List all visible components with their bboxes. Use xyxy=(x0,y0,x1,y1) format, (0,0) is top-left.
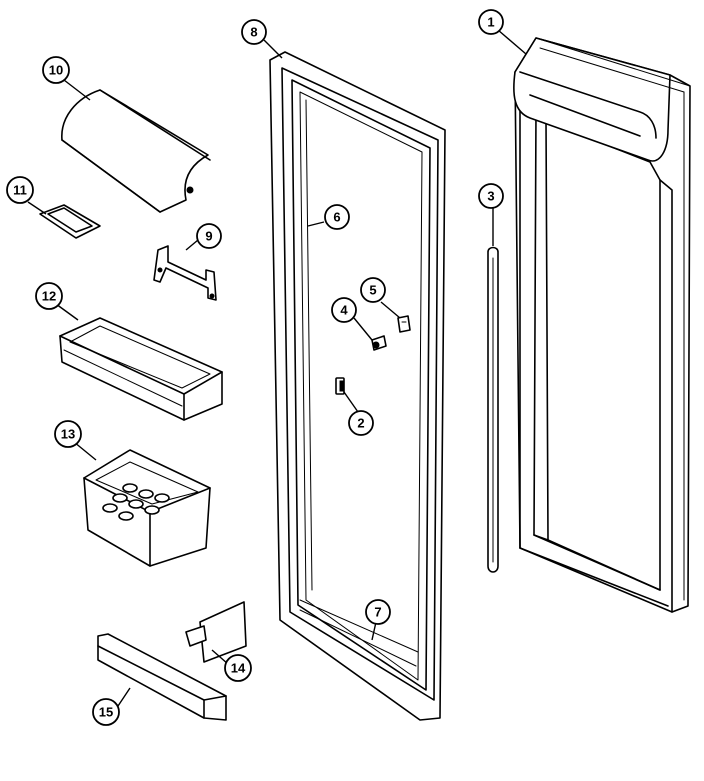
callout-3-label: 3 xyxy=(487,189,494,204)
callout-2: 2 xyxy=(348,410,374,436)
part-egg-bin xyxy=(83,449,211,567)
part-divider xyxy=(185,601,247,663)
part-small-tray xyxy=(39,204,101,239)
callout-11: 11 xyxy=(6,176,34,204)
callout-9: 9 xyxy=(196,223,222,249)
part-door-bin xyxy=(59,317,223,421)
callout-7-label: 7 xyxy=(374,605,381,620)
callout-5-label: 5 xyxy=(369,283,376,298)
callout-8-label: 8 xyxy=(250,25,257,40)
callout-10-label: 10 xyxy=(49,63,63,78)
callout-9-label: 9 xyxy=(205,229,212,244)
callout-12-label: 12 xyxy=(42,289,56,304)
part-door-liner xyxy=(513,37,691,613)
callout-13: 13 xyxy=(54,420,82,448)
callout-1-label: 1 xyxy=(487,15,494,30)
part-dairy-cover xyxy=(61,89,211,213)
callout-8: 8 xyxy=(241,19,267,45)
part-hinge-pin xyxy=(335,377,345,395)
part-gasket-strip xyxy=(487,246,499,573)
callout-3: 3 xyxy=(478,183,504,209)
callout-4-label: 4 xyxy=(340,303,348,318)
callout-14: 14 xyxy=(224,654,252,682)
callout-14-label: 14 xyxy=(231,661,246,676)
callout-13-label: 13 xyxy=(61,427,75,442)
part-door-panel xyxy=(269,51,446,721)
callout-2-label: 2 xyxy=(357,416,364,431)
callout-6: 6 xyxy=(324,204,350,230)
callout-15-label: 15 xyxy=(99,705,113,720)
callout-12: 12 xyxy=(35,282,63,310)
part-clip xyxy=(397,315,411,333)
part-bracket xyxy=(153,245,217,301)
callout-11-label: 11 xyxy=(13,183,27,198)
callout-10: 10 xyxy=(42,56,70,84)
callout-6-label: 6 xyxy=(333,210,340,225)
part-screw xyxy=(371,335,387,351)
callout-5: 5 xyxy=(360,277,386,303)
leader-lines xyxy=(27,29,527,707)
callout-7: 7 xyxy=(365,599,391,625)
callout-15: 15 xyxy=(92,698,120,726)
part-bin-rail xyxy=(97,633,227,721)
callout-4: 4 xyxy=(331,297,357,323)
callout-1: 1 xyxy=(478,9,504,35)
